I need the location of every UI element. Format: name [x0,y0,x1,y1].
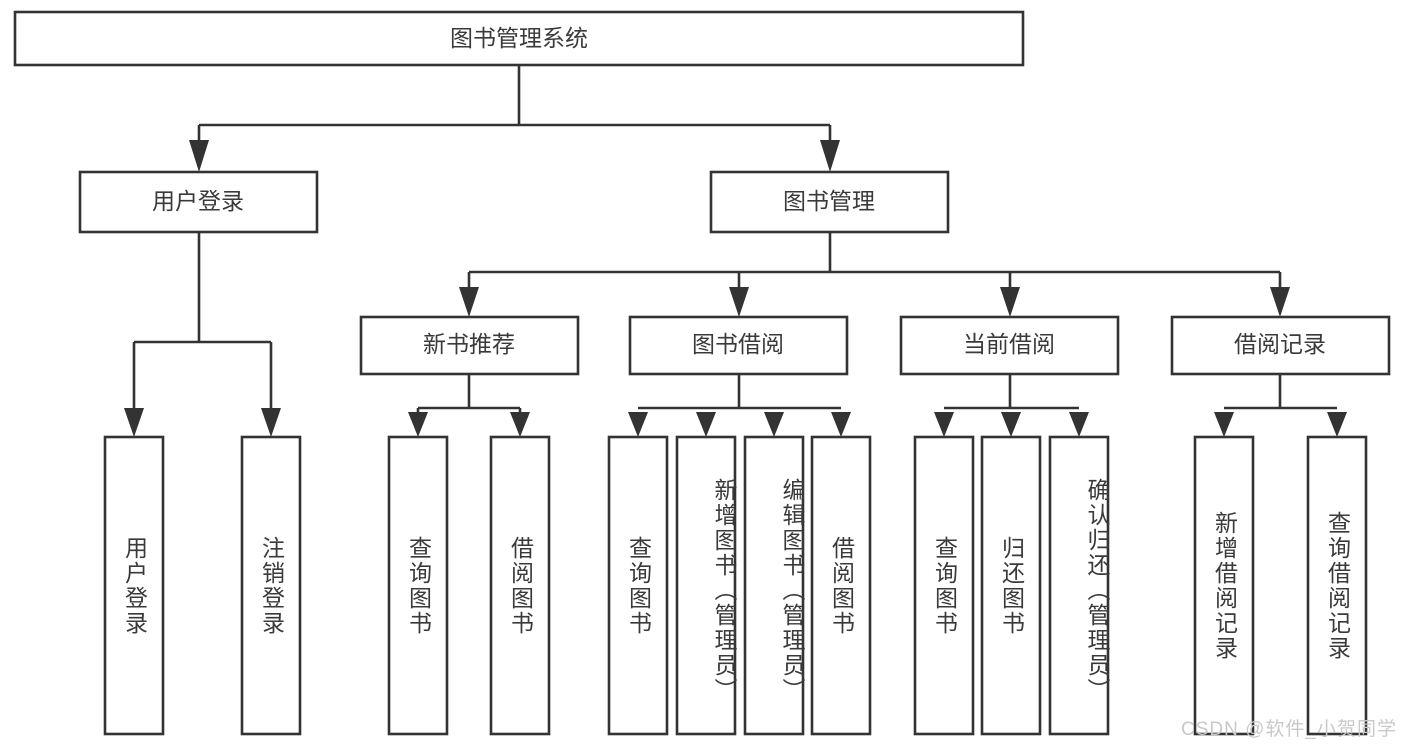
node-root-box[interactable] [13,10,1025,67]
arrow-head-icon [261,408,281,437]
arrow-head-icon [1270,287,1290,317]
arrow-head-icon [1069,412,1089,437]
leaf-box-return-book[interactable] [980,435,1042,736]
arrow-head-icon [1001,412,1021,437]
node-user-login[interactable]: 用户登录 [78,170,319,234]
arrow-head-icon [764,412,784,437]
arrow-head-icon [124,408,144,437]
leaf-box-user-login[interactable] [103,435,165,736]
arrow-head-icon [628,412,648,437]
node-book-management-label: 图书管理 [783,188,875,214]
arrow-head-icon [1327,412,1347,437]
leaf-box-confirm-return[interactable] [1048,435,1110,736]
leaf-box-logout-login[interactable] [240,435,302,736]
connector-bookborrow-to-leaves [628,374,851,437]
connector-userlogin-to-leaves [124,232,281,437]
arrow-head-icon [459,287,479,317]
node-root[interactable]: 图书管理系统 [13,10,1025,67]
connector-currentborrow-to-leaves [934,374,1089,437]
leaf-box-add-book[interactable] [675,435,737,736]
arrow-head-icon [189,140,209,172]
node-user-login-box[interactable] [78,170,319,234]
leaf-box-query-book-2[interactable] [607,435,669,736]
arrow-head-icon [729,287,749,317]
connector-borrowrecord-to-leaves [1214,374,1347,437]
node-borrow-record-label: 借阅记录 [1234,331,1326,357]
leaf-box-borrow-book-2[interactable] [810,435,872,736]
watermark-text: CSDN @软件_小贺同学 [1181,719,1397,740]
node-user-login-label: 用户登录 [152,188,244,214]
node-book-management[interactable]: 图书管理 [709,170,950,234]
node-book-borrow[interactable]: 图书借阅 [628,315,849,376]
node-borrow-record[interactable]: 借阅记录 [1170,315,1391,376]
node-book-management-box[interactable] [709,170,950,234]
leaf-box-borrow-book-1[interactable] [489,435,551,736]
arrow-head-icon [820,140,840,172]
leaf-box-query-book-1[interactable] [387,435,449,736]
leaf-box-add-record[interactable] [1193,435,1255,736]
leaf-box-query-record[interactable] [1306,435,1368,736]
node-current-borrow-label: 当前借阅 [963,331,1055,357]
arrow-head-icon [934,412,954,437]
arrow-head-icon [1000,287,1020,317]
arrow-head-icon [1214,412,1234,437]
node-book-borrow-label: 图书借阅 [692,331,784,357]
connector-root-to-level2 [189,65,840,172]
arrow-head-icon [510,412,530,437]
node-borrow-record-box[interactable] [1170,315,1391,376]
node-current-borrow[interactable]: 当前借阅 [899,315,1120,376]
node-new-book-recommend-label: 新书推荐 [423,331,515,357]
leaf-box-edit-book[interactable] [743,435,805,736]
node-root-label: 图书管理系统 [450,25,588,51]
node-new-book-recommend-box[interactable] [359,315,580,376]
arrow-head-icon [696,412,716,437]
connector-newbook-to-leaves [408,374,530,437]
arrow-head-icon [831,412,851,437]
node-current-borrow-box[interactable] [899,315,1120,376]
node-book-borrow-box[interactable] [628,315,849,376]
arrow-head-icon [408,412,428,437]
node-new-book-recommend[interactable]: 新书推荐 [359,315,580,376]
leaf-box-query-book-3[interactable] [913,435,975,736]
connector-bookmgmt-to-level3 [459,232,1290,317]
